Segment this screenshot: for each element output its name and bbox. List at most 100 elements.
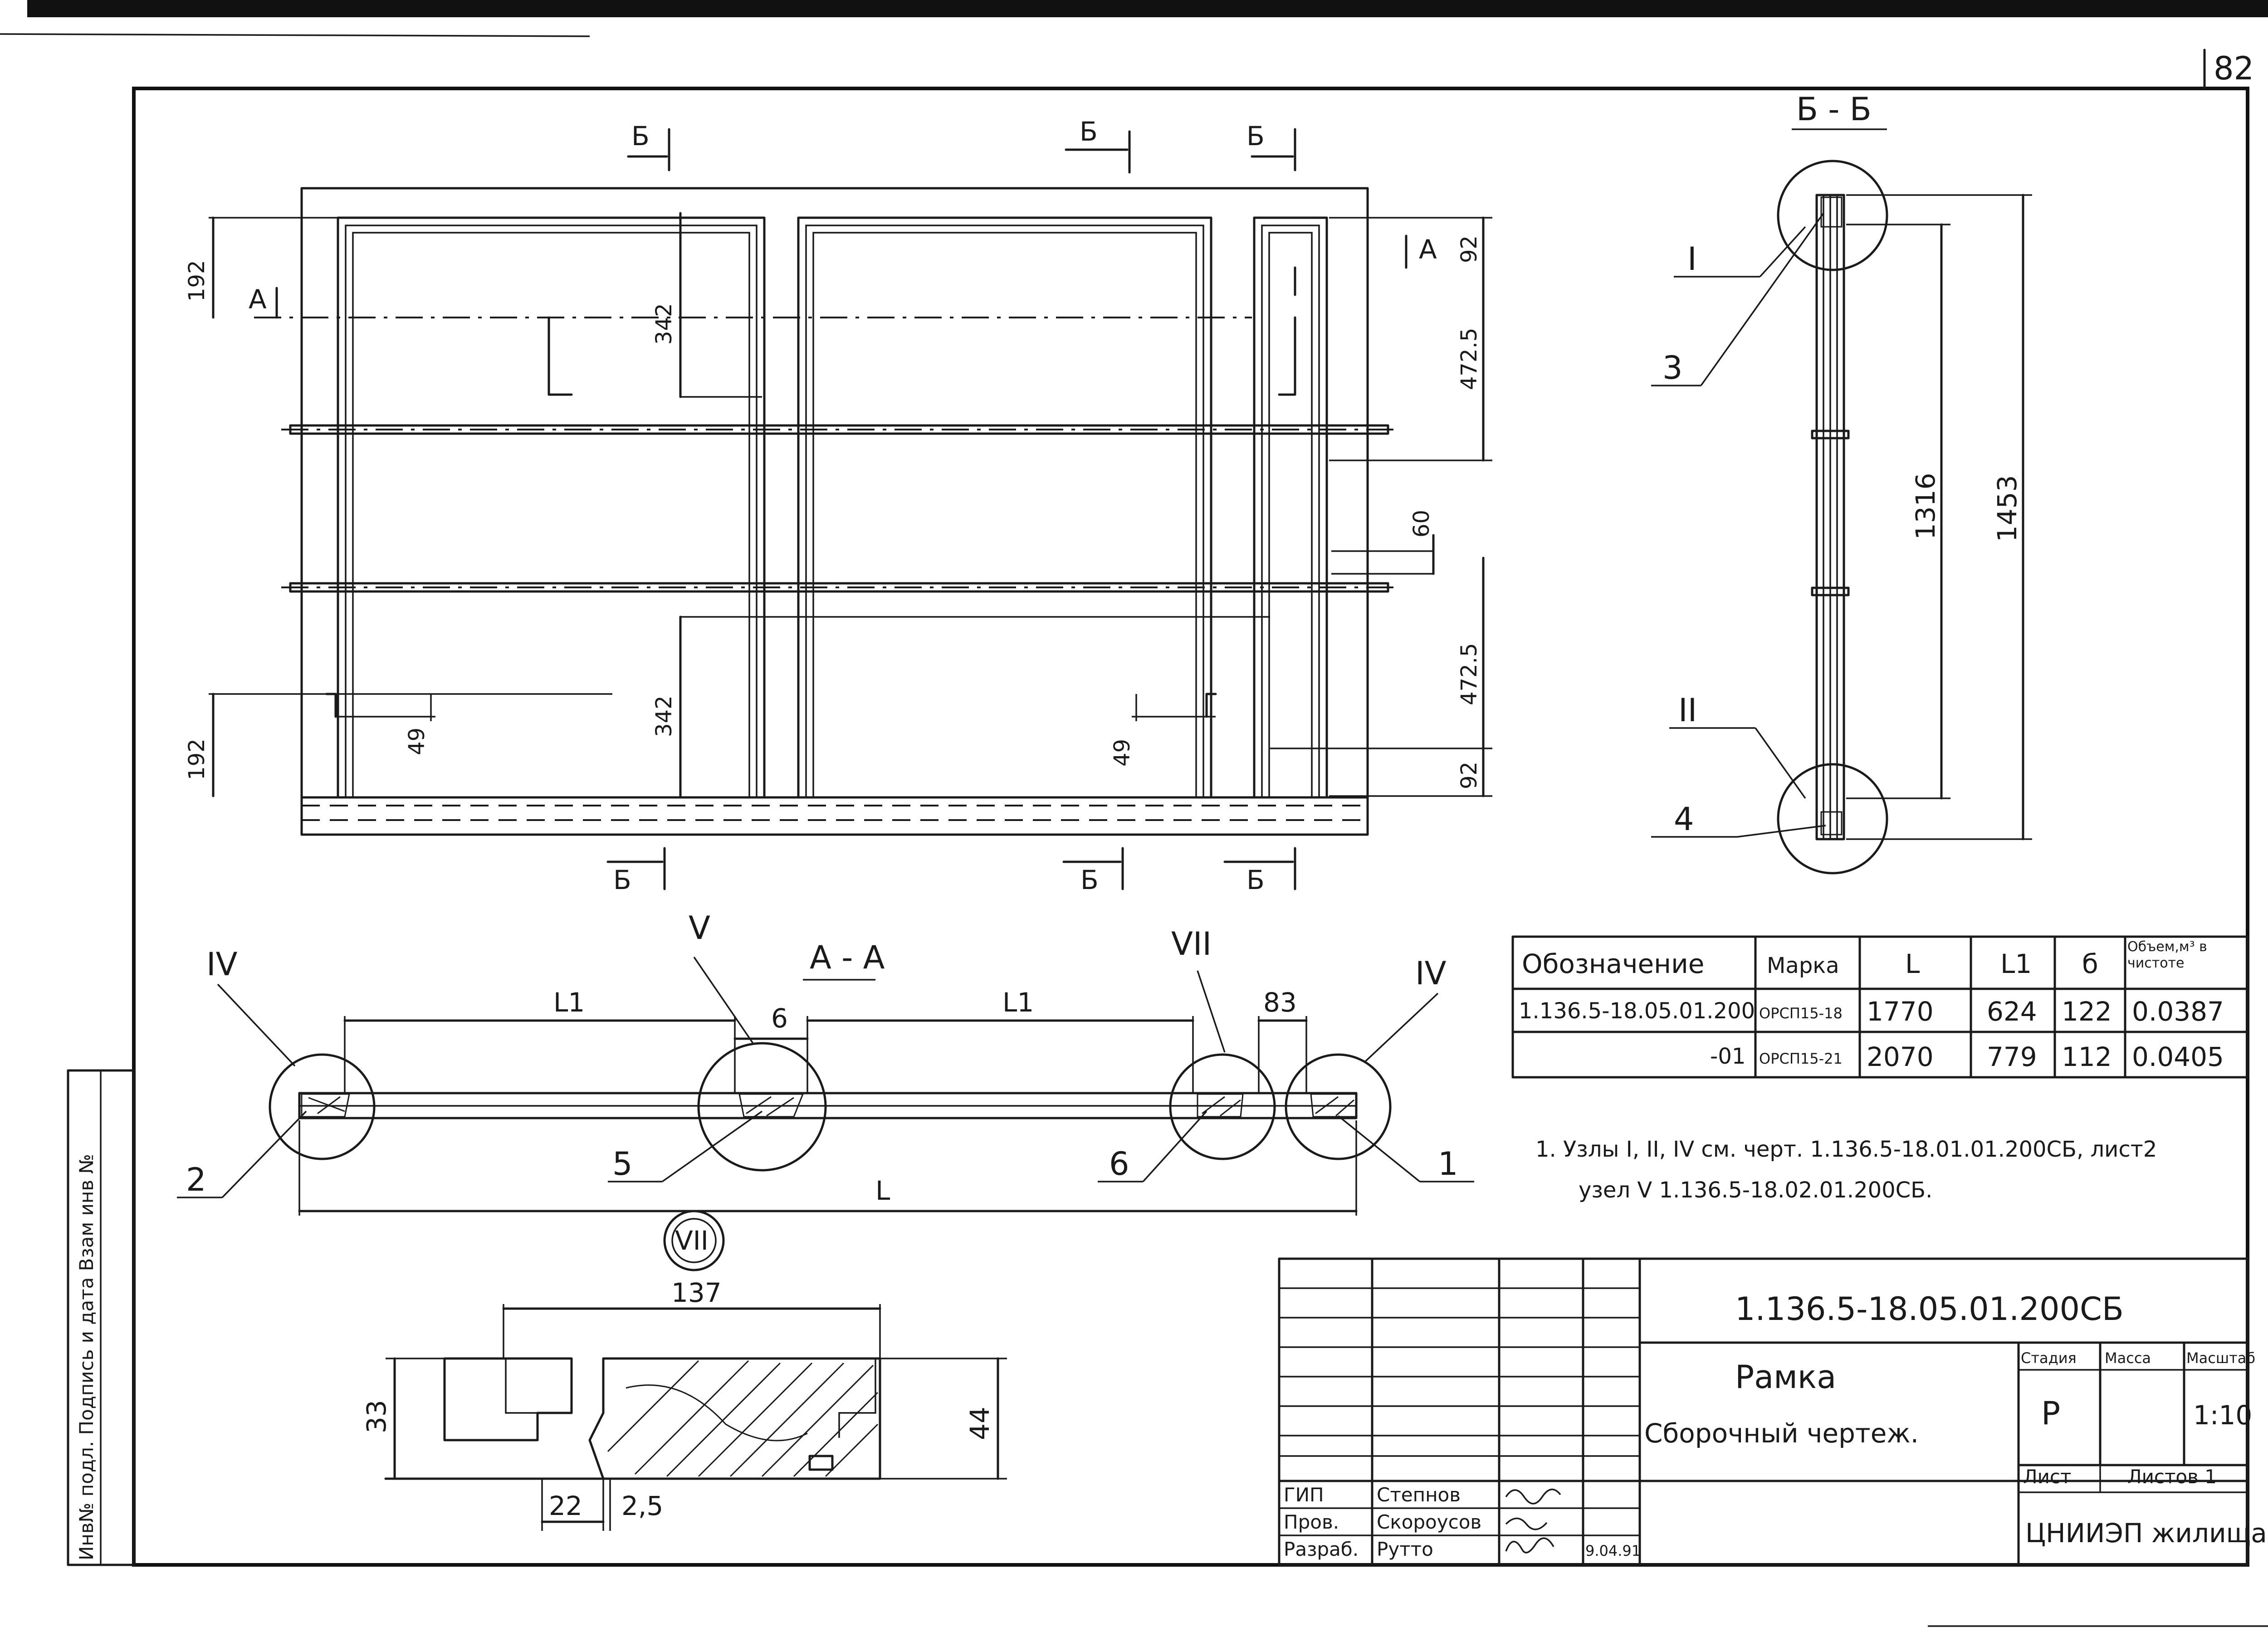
side-stamp-text: Инв№ подл. Подпись и дата Взам инв №: [75, 1154, 98, 1560]
section-a-mark-2: [1278, 316, 1296, 396]
dim-1316: 1316: [1910, 473, 1941, 540]
tb-code: 1.136.5-18.05.01.200СБ: [1735, 1290, 2124, 1328]
leader-node-iv-right: [1364, 992, 1439, 1062]
profile-bar-upper: [1811, 430, 1850, 440]
dim-342-top: 342: [651, 303, 677, 345]
node-iv-right-detail: [1310, 1093, 1357, 1118]
section-mark-a2: А: [1419, 234, 1437, 265]
section-aa: А - А L L1 L1 6 83 IV V VII: [177, 909, 1474, 1216]
dim-92-top: 92: [1457, 235, 1482, 263]
signature-2: [1505, 1517, 1548, 1530]
frame-elevation: [254, 187, 1397, 836]
panel-right-inner: [1261, 225, 1320, 798]
spec-r1-mark: ОРСП15-18: [1759, 1005, 1843, 1022]
panel-right-inner-2: [1268, 232, 1313, 798]
spec-r1-l1: 624: [1987, 996, 2037, 1027]
node-i-label: I: [1687, 240, 1697, 278]
leader-node-v: [693, 957, 754, 1044]
dim-92-bottom: 92: [1457, 762, 1482, 789]
note-line-1: 1. Узлы I, II, IV см. черт. 1.136.5-18.0…: [1535, 1137, 2157, 1162]
hatch-line: [761, 1364, 874, 1477]
spec-r2-b: 112: [2062, 1041, 2112, 1072]
dim-192-top: 192: [184, 260, 210, 302]
panel-right: [1253, 216, 1328, 799]
section-bb: Б - Б I 3 II 4 1316 1453: [1651, 91, 2032, 875]
hatch-line: [607, 1360, 699, 1452]
hatch-line: [698, 1362, 813, 1477]
note-line-2: узел V 1.136.5-18.02.01.200СБ.: [1579, 1178, 1932, 1203]
signature-1: [1505, 1489, 1561, 1505]
spec-header-volume-box: Объем,м³ в чистоте: [2127, 939, 2207, 971]
detail-vii: VII 137 33 44 22 2,5: [361, 1210, 1007, 1531]
leader-node-iv-left: [217, 983, 296, 1067]
node-vii-label: VII: [1171, 925, 1212, 963]
signature-3: [1505, 1537, 1554, 1554]
section-mark-b6: Б: [1246, 865, 1265, 895]
detail-vii-mark-inner: [671, 1218, 717, 1263]
leader-6: [1142, 1110, 1207, 1182]
node-v-label: V: [689, 909, 710, 947]
node-i-detail: [1820, 196, 1843, 228]
tb-scale-header: Масштаб: [2186, 1349, 2255, 1367]
section-mark-b1: Б: [631, 121, 650, 151]
scan-edge-line: [0, 33, 590, 37]
leader-2: [221, 1110, 307, 1198]
node-vii-circle: [1169, 1053, 1276, 1160]
spec-table-border: [1511, 935, 2249, 1079]
leader-4: [1737, 825, 1826, 838]
tb-stage-header: Стадия: [2021, 1349, 2077, 1367]
dim-192-bottom: 192: [184, 738, 210, 780]
node-ii-detail: [1820, 811, 1843, 836]
section-aa-title: А - А: [810, 939, 885, 976]
section-mark-b5: Б: [1080, 865, 1099, 895]
tb-mass-header: Масса: [2105, 1349, 2151, 1367]
spec-r1-b: 122: [2062, 996, 2112, 1027]
tb-sheets-label: Листов 1: [2127, 1466, 2217, 1488]
dim-342-bottom: 342: [651, 695, 677, 737]
dim-l1-right: L1: [1002, 987, 1034, 1018]
callout-1: 1: [1438, 1145, 1458, 1182]
tb-sheet-label: Лист: [2023, 1466, 2071, 1488]
frame-outline: [300, 187, 1369, 836]
leader-5: [661, 1110, 763, 1182]
dim-472-top: 472.5: [1457, 328, 1482, 390]
spec-header-l1: L1: [2000, 948, 2032, 979]
detail-staple: [808, 1455, 834, 1471]
detail-hatching: [607, 1360, 879, 1477]
callout-5: 5: [612, 1145, 633, 1182]
panel-middle-inner-2: [812, 232, 1197, 798]
spec-r2-volume: 0.0405: [2132, 1041, 2224, 1072]
spec-r2-mark: ОРСП15-21: [1759, 1050, 1843, 1067]
dim-l: L: [875, 1175, 890, 1206]
tb-stage: Р: [2041, 1395, 2060, 1432]
spec-r2-designation: -01: [1710, 1044, 1745, 1069]
panel-middle-inner: [805, 225, 1204, 798]
hatch-line: [634, 1360, 749, 1475]
title-block-border: [1278, 1257, 2249, 1566]
hatch-line: [729, 1362, 845, 1477]
dim-83: 83: [1263, 987, 1297, 1018]
bar-mark-left: [325, 693, 337, 718]
profile-bar-lower: [1811, 586, 1850, 596]
spec-r2-l: 2070: [1867, 1041, 1934, 1072]
detail-piece-left: [443, 1357, 573, 1441]
callout-4: 4: [1674, 801, 1694, 838]
spec-table: Обозначение Марка L L1 б Объем,м³ в чист…: [1511, 935, 2249, 1079]
tb-doc-type: Сборочный чертеж.: [1644, 1418, 1919, 1449]
dim-44: 44: [964, 1407, 995, 1440]
callout-6: 6: [1109, 1145, 1129, 1182]
hatch-line: [793, 1392, 879, 1477]
page-number: 82: [2214, 50, 2254, 87]
bar-mark-right: [1205, 693, 1217, 718]
node-iv-right-circle: [1285, 1053, 1392, 1160]
tb-role-1: ГИП: [1284, 1484, 1324, 1506]
dim-22: 22: [549, 1490, 582, 1521]
dim-60: 60: [1409, 510, 1434, 537]
section-mark-b3: Б: [1246, 121, 1265, 151]
section-bb-title: Б - Б: [1796, 91, 1872, 128]
dim-49-left: 49: [404, 728, 430, 755]
dim-49-right: 49: [1110, 739, 1135, 767]
elevation-dimensions: 192 342 472.5 92 60 472.5 342 192 49 49 …: [184, 212, 1492, 797]
dim-137: 137: [671, 1277, 722, 1308]
